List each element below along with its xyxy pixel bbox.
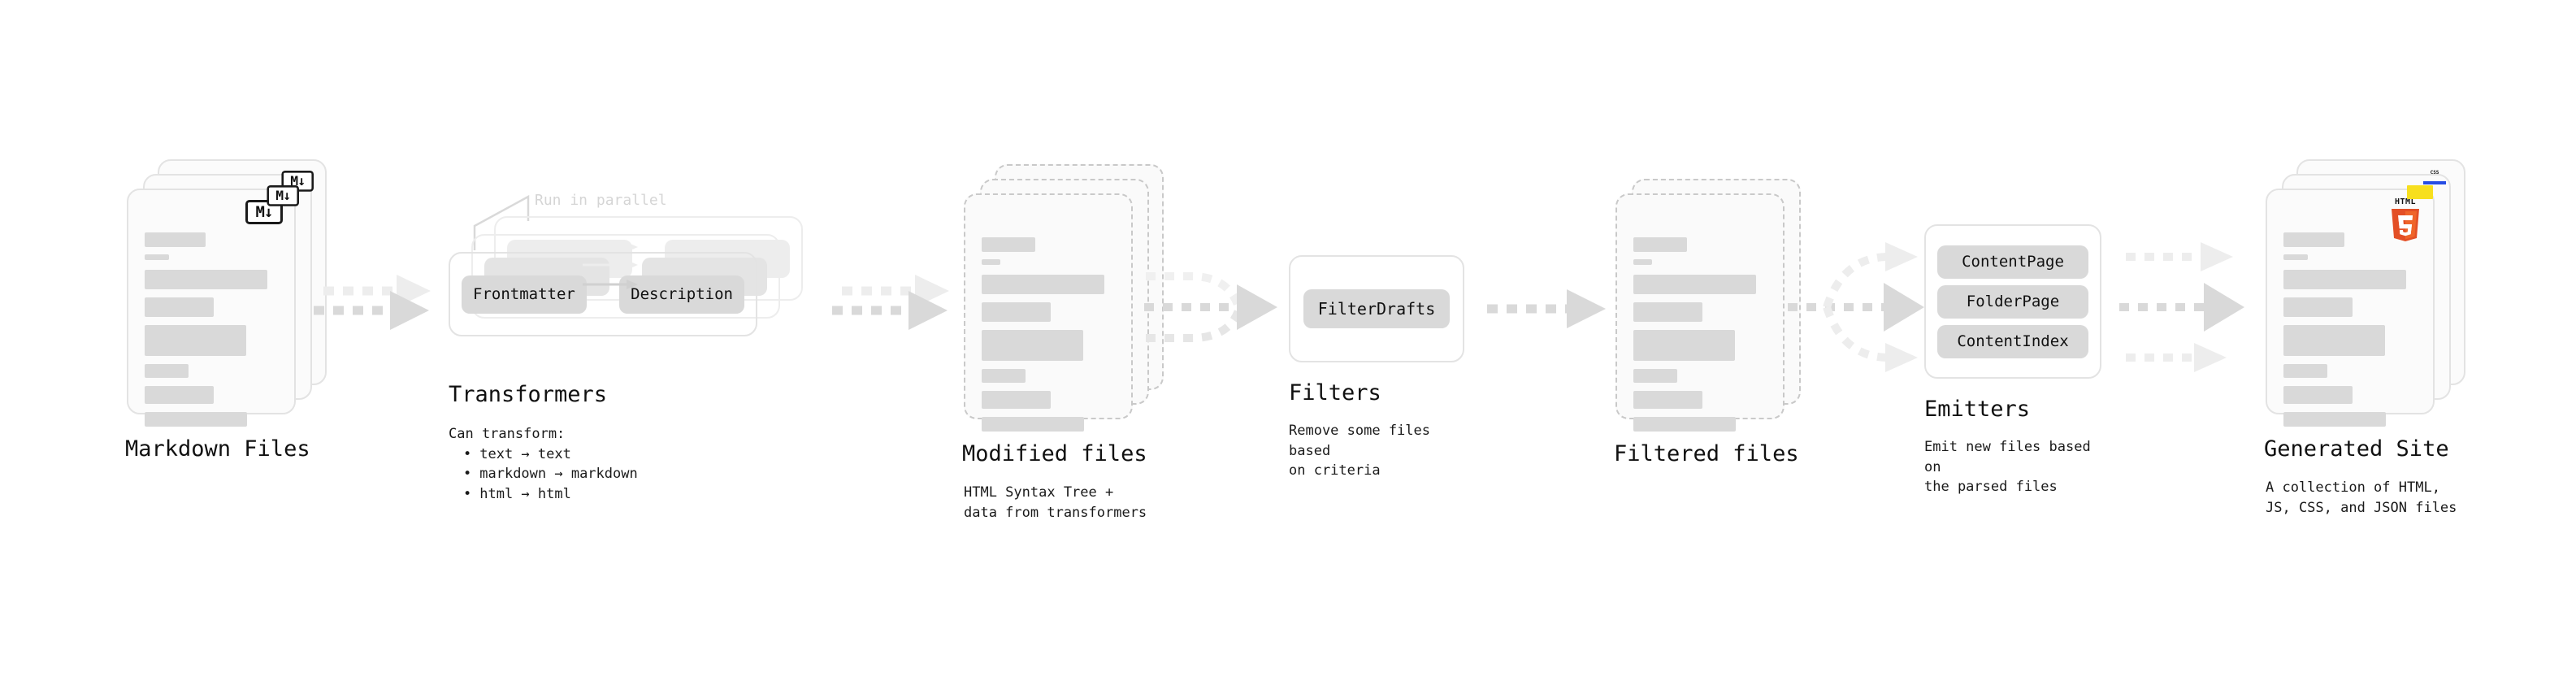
skeleton-content	[965, 195, 1131, 432]
stage-desc-generated-site: A collection of HTML, JS, CSS, and JSON …	[2266, 479, 2457, 516]
skeleton-bar	[2283, 254, 2308, 260]
skeleton-bar	[982, 417, 1085, 432]
transform-bullet-list: text → text markdown → markdown html → h…	[449, 445, 638, 505]
skeleton-bar	[145, 232, 206, 247]
stage-modified-files: Modified files HTML Syntax Tree + data f…	[962, 164, 1164, 521]
skeleton-content	[2267, 190, 2433, 427]
emitter-chip-contentpage[interactable]: ContentPage	[1937, 245, 2088, 279]
js-icon	[2407, 185, 2433, 199]
skeleton-bar	[1633, 237, 1687, 252]
skeleton-bar	[982, 275, 1104, 294]
site-card-stack: CSS HTML	[2266, 159, 2474, 427]
skeleton-bar	[2283, 270, 2406, 289]
markdown-card-stack: M↓ M↓ M↓	[127, 159, 327, 427]
connector-filters-to-filtered	[1484, 288, 1614, 336]
stage-title-markdown-files: Markdown Files	[125, 436, 310, 462]
skeleton-bar	[982, 237, 1035, 252]
emitter-chip-contentindex[interactable]: ContentIndex	[1937, 324, 2088, 358]
site-card-front-html: HTML	[2266, 189, 2435, 427]
emitters-box[interactable]: ContentPage FolderPage ContentIndex	[1924, 224, 2101, 379]
skeleton-bar	[982, 330, 1083, 361]
skeleton-bar	[1633, 259, 1652, 265]
skeleton-bar	[2283, 364, 2328, 378]
css-icon-label: CSS	[2430, 170, 2439, 176]
skeleton-bar	[982, 302, 1052, 322]
skeleton-bar	[2283, 232, 2345, 247]
markdown-icon: M↓	[267, 185, 299, 206]
skeleton-bar	[1633, 391, 1703, 409]
skeleton-bar	[145, 386, 215, 404]
transformer-inner-arrows	[583, 242, 638, 289]
run-in-parallel-label: Run in parallel	[535, 192, 667, 209]
stage-markdown-files: M↓ M↓ M↓ Markdown Files	[125, 159, 327, 462]
stage-generated-site: CSS HTML	[2264, 159, 2474, 516]
skeleton-bar	[1633, 275, 1756, 294]
skeleton-content	[128, 190, 294, 427]
html5-icon: HTML	[2389, 198, 2422, 243]
stage-title-filters: Filters	[1289, 380, 1381, 406]
transformer-stack: Frontmatter Description Frontmatter Desc…	[449, 216, 803, 346]
html5-icon-label: HTML	[2394, 197, 2417, 206]
skeleton-bar	[145, 254, 169, 260]
css-icon: CSS	[2423, 170, 2446, 184]
transformers-description: Can transform: text → text markdown → ma…	[449, 424, 638, 505]
filter-chip-filterdrafts[interactable]: FilterDrafts	[1303, 289, 1451, 328]
transformer-layer-front[interactable]: Frontmatter Description	[449, 252, 757, 336]
connector-md-to-transformers	[309, 268, 439, 358]
skeleton-bar	[2283, 297, 2353, 317]
transformer-chip-description[interactable]: Description	[619, 275, 744, 314]
transform-bullet: markdown → markdown	[463, 464, 637, 484]
stage-title-modified-files: Modified files	[962, 441, 1147, 466]
transform-bullet: html → html	[463, 484, 638, 505]
filtered-card-front	[1615, 193, 1785, 432]
stage-desc-filters: Remove some files based on criteria	[1289, 423, 1430, 479]
transformer-chip-frontmatter[interactable]: Frontmatter	[462, 275, 587, 314]
stage-title-transformers: Transformers	[449, 382, 608, 407]
skeleton-bar	[145, 364, 189, 378]
stage-title-generated-site: Generated Site	[2264, 436, 2449, 462]
skeleton-bar	[982, 369, 1026, 383]
skeleton-bar	[1633, 330, 1735, 361]
skeleton-bar	[145, 270, 267, 289]
connector-emitters-to-site	[2116, 236, 2262, 382]
skeleton-bar	[2283, 412, 2387, 427]
stage-title-emitters: Emitters	[1924, 397, 2031, 422]
filtered-card-stack	[1615, 179, 1815, 432]
stage-title-filtered-files: Filtered files	[1614, 441, 1799, 466]
connector-filtered-to-emitters	[1785, 236, 1947, 382]
stage-transformers: Run in parallel Frontmatter Description …	[449, 192, 803, 502]
skeleton-bar	[145, 297, 215, 317]
stage-desc-emitters: Emit new files based on the parsed files	[1924, 439, 2091, 496]
stage-emitters: ContentPage FolderPage ContentIndex Emit…	[1924, 224, 2101, 495]
skeleton-bar	[145, 325, 246, 356]
stage-desc-modified-files: HTML Syntax Tree + data from transformer…	[964, 484, 1147, 521]
modified-card-front	[964, 193, 1133, 432]
stage-filtered-files: Filtered files	[1614, 179, 1815, 466]
skeleton-bar	[982, 391, 1052, 409]
skeleton-bar	[1633, 417, 1737, 432]
skeleton-bar	[2283, 325, 2385, 356]
markdown-card-front: M↓	[127, 189, 296, 427]
skeleton-bar	[1633, 302, 1703, 322]
skeleton-content	[1617, 195, 1783, 432]
modified-card-stack	[964, 164, 1164, 432]
connector-transformers-to-modified	[827, 268, 957, 358]
connector-modified-to-filters	[1141, 257, 1295, 371]
css-icon-bar	[2423, 181, 2446, 184]
stage-filters: FilterDrafts Filters Remove some files b…	[1289, 255, 1464, 479]
skeleton-bar	[2283, 386, 2353, 404]
filters-box[interactable]: FilterDrafts	[1289, 255, 1464, 362]
transform-bullet: text → text	[463, 445, 638, 465]
skeleton-bar	[1633, 369, 1678, 383]
skeleton-bar	[145, 412, 248, 427]
can-transform-heading: Can transform:	[449, 426, 566, 442]
skeleton-bar	[982, 259, 1000, 265]
emitter-chip-folderpage[interactable]: FolderPage	[1937, 284, 2088, 319]
